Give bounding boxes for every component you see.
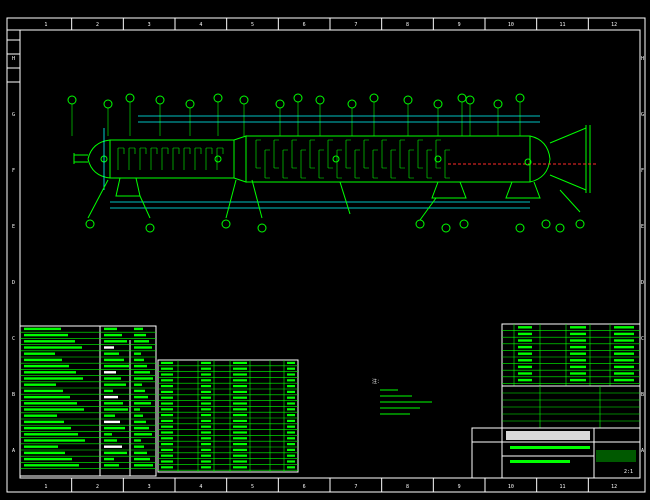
- grid-column-label: 9: [458, 484, 461, 490]
- grid-column-label: 5: [251, 484, 254, 490]
- grid-column-label: 12: [611, 484, 617, 490]
- grid-row-label: G: [641, 112, 644, 118]
- grid-row-label: E: [641, 224, 644, 230]
- grid-column-label: 3: [148, 484, 151, 490]
- outer-border: [6, 17, 646, 493]
- left-shell: [109, 139, 235, 179]
- grid-column-label: 6: [303, 22, 306, 28]
- saddle-left: [115, 177, 141, 197]
- grid-row-label: C: [12, 336, 15, 342]
- vessel-elevation-view: [73, 125, 596, 199]
- nozzle-callouts: [67, 93, 585, 233]
- grid-column-label: 10: [508, 22, 514, 28]
- grid-column-label: 5: [251, 22, 254, 28]
- grid-column-label: 2: [96, 484, 99, 490]
- grid-row-label: H: [12, 56, 15, 62]
- grid-column-label: 2: [96, 22, 99, 28]
- grid-row-label: B: [641, 392, 644, 398]
- grid-row-label: F: [641, 168, 644, 174]
- notes-block: 注：: [372, 378, 432, 415]
- title-number: 2:1: [624, 469, 633, 475]
- grid-column-label: 4: [199, 484, 202, 490]
- grid-row-label: D: [641, 280, 644, 286]
- stamp-box: [6, 29, 21, 83]
- grid-column-label: 1: [44, 22, 47, 28]
- grid-column-label: 4: [199, 22, 202, 28]
- grid-column-label: 8: [406, 484, 409, 490]
- dimension-lines: [103, 115, 540, 209]
- saddle-mid: [431, 181, 467, 199]
- grid-column-label: 3: [148, 22, 151, 28]
- grid-column-label: 11: [559, 484, 565, 490]
- grid-row-label: F: [12, 168, 15, 174]
- grid-column-label: 11: [559, 22, 565, 28]
- grid-column-label: 9: [458, 22, 461, 28]
- grid-row-label: E: [12, 224, 15, 230]
- grid-row-label: D: [12, 280, 15, 286]
- grid-row-label: G: [12, 112, 15, 118]
- inner-border: [19, 29, 641, 479]
- grid-column-label: 1: [44, 484, 47, 490]
- leader-lines: [87, 179, 581, 221]
- transition-cone: [233, 135, 247, 183]
- tray-internals: [117, 139, 450, 179]
- main-shell: [245, 135, 531, 183]
- right-head: [529, 135, 551, 183]
- grid-column-label: 7: [354, 484, 357, 490]
- grid-row-label: H: [641, 56, 644, 62]
- grid-row-label: B: [12, 392, 15, 398]
- title-block: 2:1: [471, 427, 641, 479]
- grid-column-label: 10: [508, 484, 514, 490]
- grid-rows-left: H G F E D C B A: [12, 56, 15, 454]
- grid-rows-right: H G F E D C B A: [641, 56, 644, 454]
- grid-column-label: 7: [354, 22, 357, 28]
- design-data-table: [19, 325, 157, 477]
- grid-row-label: A: [12, 448, 15, 454]
- company-name: [506, 431, 590, 440]
- grid-row-label: C: [641, 336, 644, 342]
- grid-column-label: 12: [611, 22, 617, 28]
- parts-list-table: [501, 323, 641, 429]
- grid-column-label: 8: [406, 22, 409, 28]
- grid-row-label: A: [641, 448, 644, 454]
- grid-column-label: 6: [303, 484, 306, 490]
- left-head: [87, 139, 111, 179]
- saddle-right: [505, 181, 541, 199]
- nozzle-schedule-table: [157, 359, 299, 473]
- notes-heading: 注：: [372, 378, 382, 385]
